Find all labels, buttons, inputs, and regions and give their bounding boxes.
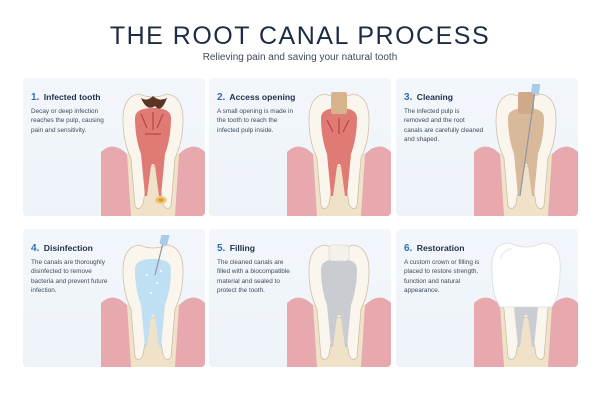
step-card-3: 3. Cleaning The infected pulp is removed…: [396, 78, 578, 216]
page-title: THE ROOT CANAL PROCESS: [109, 22, 491, 50]
step-title: Filling: [229, 243, 256, 253]
step-card-5: 5. Filling The cleaned canals are filled…: [209, 229, 391, 367]
page-subtitle: Relieving pain and saving your natural t…: [202, 52, 398, 63]
tooth-illustration-filling: [287, 235, 391, 367]
step-description: The cleaned canals are filled with a bio…: [217, 259, 290, 294]
step-heading: 6. Restoration: [404, 243, 464, 254]
step-number: 4.: [31, 243, 40, 254]
step-title: Access opening: [229, 92, 296, 102]
step-number: 6.: [404, 243, 413, 254]
step-heading: 2. Access opening: [217, 92, 295, 103]
step-description: A small opening is made in the tooth to …: [217, 108, 294, 134]
step-number: 3.: [404, 92, 413, 103]
step-description: Decay or deep infection reaches the pulp…: [31, 108, 104, 134]
step-heading: 4. Disinfection: [31, 243, 93, 254]
step-card-4: 4. Disinfection The canals are thoroughl…: [23, 229, 205, 367]
step-title: Restoration: [416, 243, 465, 253]
step-number: 1.: [31, 92, 40, 103]
step-description: The canals are thoroughly disinfected to…: [31, 259, 108, 294]
step-title: Infected tooth: [43, 92, 101, 102]
step-title: Disinfection: [43, 243, 93, 253]
step-heading: 5. Filling: [217, 243, 255, 254]
tooth-illustration-restoration: [474, 235, 578, 367]
step-heading: 3. Cleaning: [404, 92, 453, 103]
step-card-1: 1. Infected tooth Decay or deep infectio…: [23, 78, 205, 216]
step-heading: 1. Infected tooth: [31, 92, 101, 103]
step-title: Cleaning: [416, 92, 454, 102]
step-card-2: 2. Access opening A small opening is mad…: [209, 78, 391, 216]
step-number: 5.: [217, 243, 226, 254]
tooth-illustration-infected: [101, 84, 205, 216]
step-number: 2.: [217, 92, 226, 103]
tooth-illustration-disinfection: [101, 235, 205, 367]
tooth-illustration-access: [287, 84, 391, 216]
step-description: A custom crown or filling is placed to r…: [404, 259, 480, 294]
step-description: The infected pulp is removed and the roo…: [404, 108, 484, 143]
tooth-illustration-cleaning: [474, 84, 578, 216]
step-card-6: 6. Restoration A custom crown or filling…: [396, 229, 578, 367]
